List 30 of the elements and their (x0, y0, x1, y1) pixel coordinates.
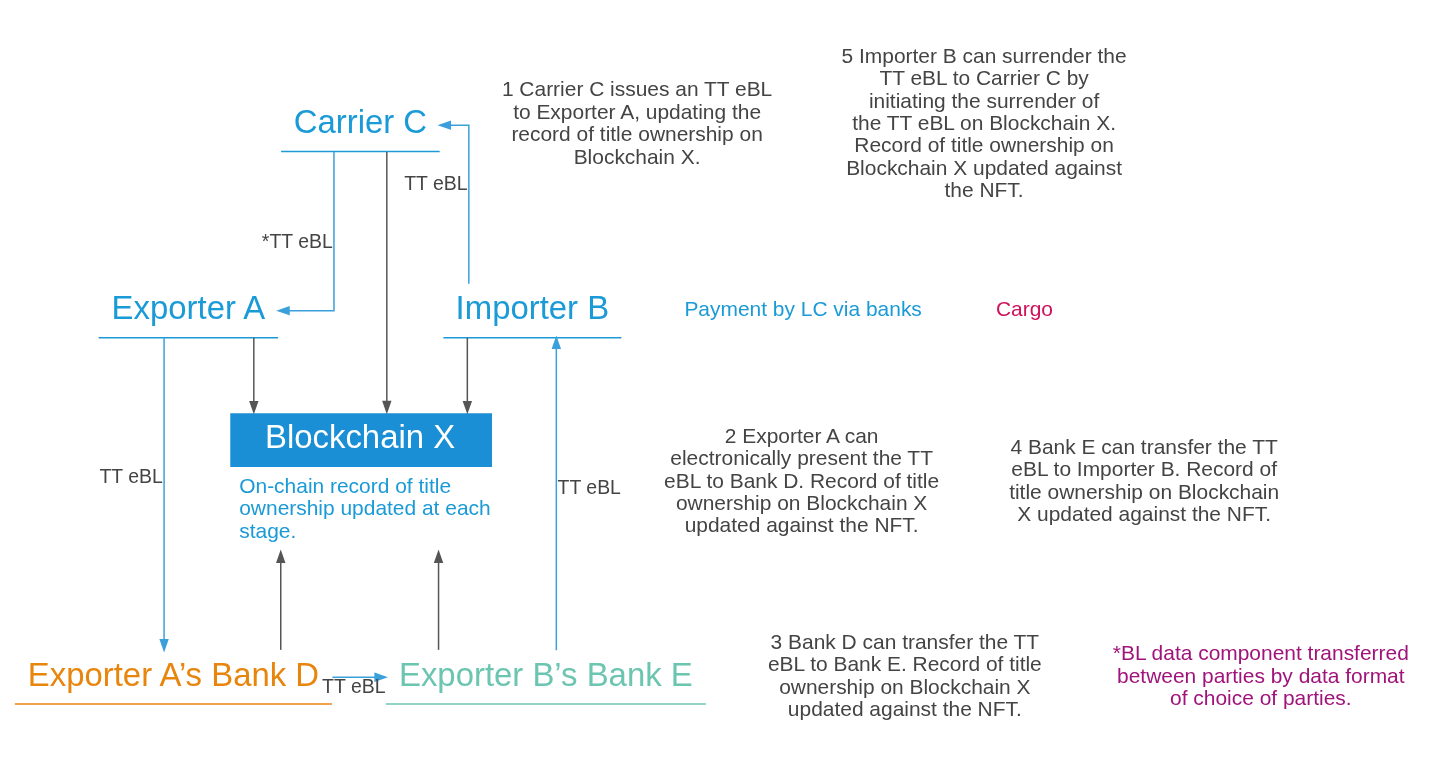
arrow (331, 671, 388, 682)
arrow (276, 150, 335, 315)
label: 4 Bank E can transfer the TT eBL to Importer B. Record of title ownership on Blockchain X updated against the NFT. (1009, 434, 1280, 525)
label: 2 Exporter A can electronically present the TT eBL to Bank D. Record of title ownership on Blockchain X updated against the NFT. (664, 423, 940, 536)
edge-label: TT eBL (322, 674, 386, 697)
label: Payment by LC via banks (684, 296, 922, 320)
arrow (437, 120, 470, 284)
label: Cargo (995, 296, 1054, 320)
edge-label: TT eBL (557, 475, 621, 498)
label: *BL data component transferred between parties by data format of choice of parties. (1112, 640, 1409, 709)
node-text: Exporter A’s Bank D (27, 655, 320, 693)
edge-label: TT eBL (404, 171, 468, 194)
node-label: On-chain record of title ownership updated at each stage. (239, 473, 491, 542)
node-text: Importer B (455, 288, 610, 326)
label: 3 Bank D can transfer the TT eBL to Bank E. Record of title ownership on Blockchain X updated against the NFT. (767, 629, 1042, 720)
label: 1 Carrier C issues an TT eBL to Exporter A, updating the record of title ownership on Blockchain X. (501, 76, 773, 168)
arrow (276, 549, 286, 651)
edge-label: TT eBL (99, 464, 163, 487)
node-text: Exporter A (111, 288, 266, 326)
arrow (249, 336, 259, 414)
arrow (433, 549, 444, 651)
arrow (462, 336, 473, 414)
arrow (382, 150, 392, 414)
edge-label: *TT eBL (261, 229, 333, 252)
arrow (159, 336, 169, 652)
node-box: Blockchain X (230, 412, 492, 467)
node-text: Exporter B’s Bank E (398, 655, 693, 693)
label: 5 Importer B can surrender the TT eBL to Carrier C by initiating the surrender of the TT eBL on Blockchain X. Record of title ownership on Blockchain X updated against the NFT. (841, 43, 1127, 201)
node-text: Carrier C (293, 102, 428, 140)
arrow (551, 334, 562, 651)
